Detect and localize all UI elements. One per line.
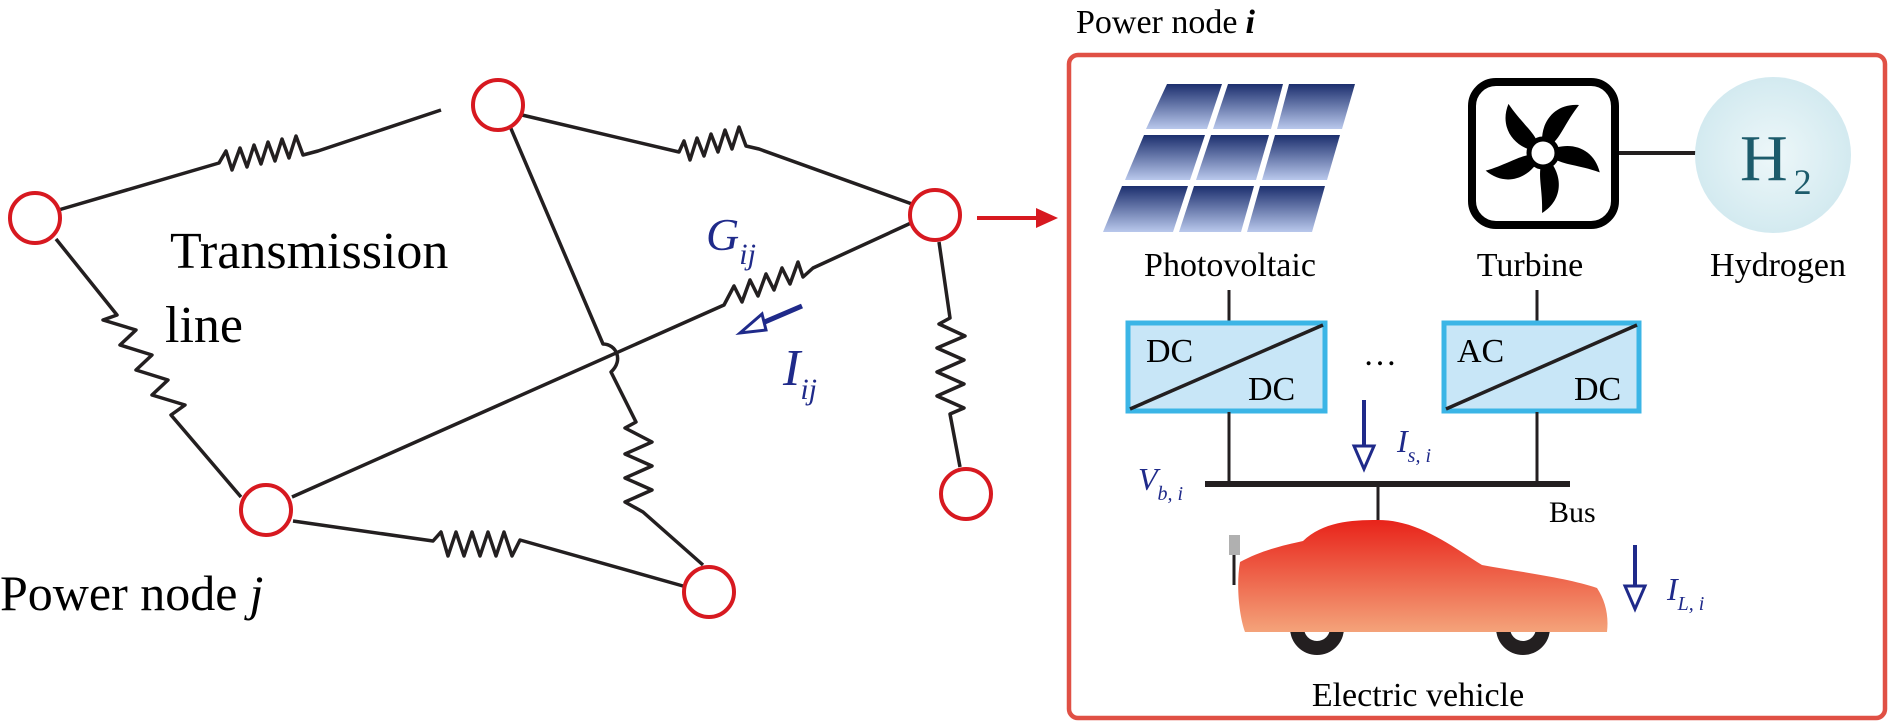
power-node-panel <box>1066 52 1888 721</box>
line-c-f <box>935 241 967 468</box>
line-label: line <box>165 297 243 354</box>
svg-text:H2: H2 <box>1740 122 1812 202</box>
line-a-b <box>54 108 442 213</box>
source-current-subscript: s, i <box>1408 445 1431 467</box>
bus-voltage-label: Vb, i <box>1138 461 1183 505</box>
power-node <box>939 467 993 521</box>
line-c-e <box>291 221 912 499</box>
load-current-arrow-head <box>1622 584 1648 613</box>
load-current-label: IL, i <box>1666 571 1704 615</box>
load-current-symbol: I <box>1666 571 1679 607</box>
load-current-subscript: L, i <box>1677 593 1705 615</box>
turbine-label: Turbine <box>1477 247 1583 284</box>
hydrogen-label: Hydrogen <box>1710 247 1846 284</box>
bus-label: Bus <box>1549 496 1596 529</box>
panel-title-text: Power node <box>1076 4 1237 41</box>
line-a-e <box>54 237 243 499</box>
current-symbol: I <box>782 340 803 397</box>
power-node-j-index: j <box>243 565 263 621</box>
ac-dc-converter: AC DC <box>1441 320 1642 414</box>
line-e-g <box>292 519 684 588</box>
more-sources-ellipsis: … <box>1363 336 1397 373</box>
conductance-symbol: G <box>706 209 739 260</box>
power-node <box>471 78 525 132</box>
electric-vehicle-icon <box>1229 520 1608 655</box>
dc-dc-converter: DC DC <box>1125 320 1328 414</box>
conductance-label: Gij <box>706 209 756 271</box>
hydrogen-symbol: H <box>1740 122 1788 195</box>
line-b-c <box>521 113 913 206</box>
source-current-label: Is, i <box>1396 423 1431 467</box>
bus-voltage-symbol: V <box>1138 461 1161 497</box>
ac-dc-bottom-label: DC <box>1574 371 1621 408</box>
electric-vehicle-label: Electric vehicle <box>1312 677 1524 714</box>
power-node-j-text: Power node <box>0 565 237 621</box>
dc-dc-bottom-label: DC <box>1248 371 1295 408</box>
line-b-g <box>507 123 705 567</box>
current-label: Iij <box>782 340 817 406</box>
transmission-label: Transmission <box>170 223 448 280</box>
current-arrow-head <box>735 311 768 336</box>
source-current-symbol: I <box>1396 423 1409 459</box>
panel-title-index: i <box>1245 4 1255 41</box>
power-node <box>239 483 293 537</box>
source-current-arrow-head <box>1351 444 1377 473</box>
transmission-lines <box>54 108 967 588</box>
hydrogen-subscript: 2 <box>1794 162 1812 202</box>
dc-dc-top-label: DC <box>1146 333 1193 370</box>
power-node <box>682 565 736 619</box>
power-node <box>8 191 62 245</box>
bus-voltage-subscript: b, i <box>1158 483 1184 505</box>
current-subscript: ij <box>800 373 817 406</box>
ac-dc-top-label: AC <box>1457 333 1504 370</box>
network-nodes <box>8 78 993 619</box>
power-node <box>908 188 962 242</box>
detail-pointer-arrow-head <box>1036 208 1058 228</box>
photovoltaic-label: Photovoltaic <box>1144 247 1316 284</box>
turbine-icon <box>1468 78 1619 229</box>
photovoltaic-icon <box>1103 84 1355 232</box>
conductance-subscript: ij <box>739 238 756 271</box>
